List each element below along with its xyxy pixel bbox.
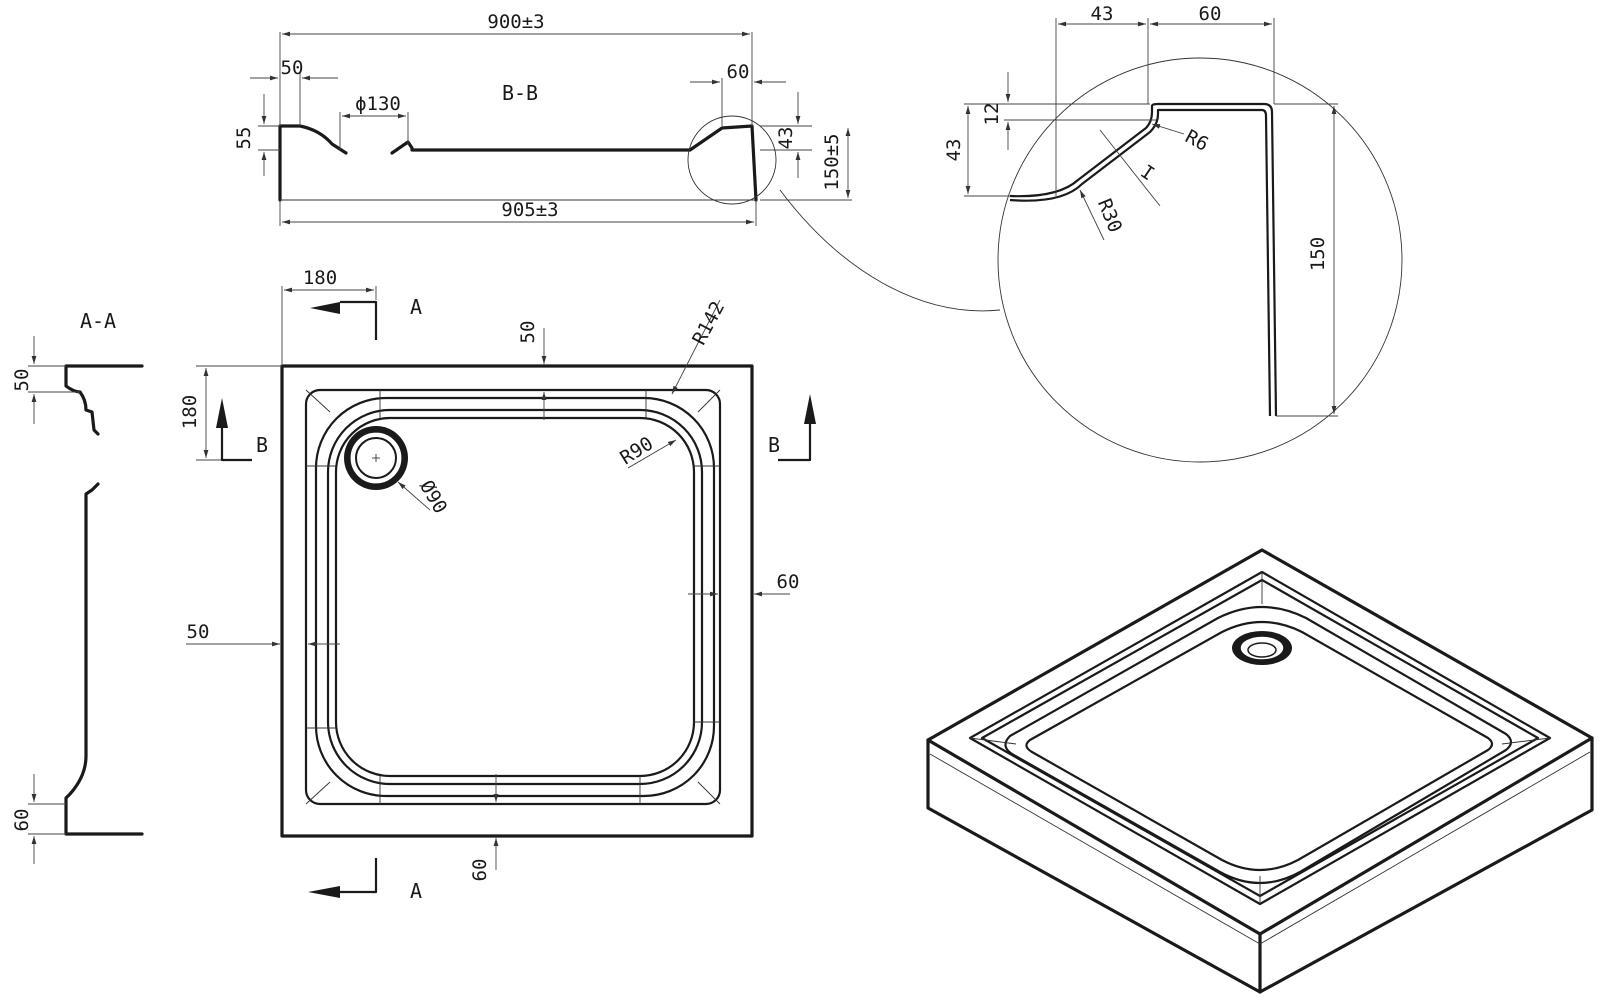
detail-r6-label: R6	[1182, 126, 1213, 156]
bb-dim-150-label: 150±5	[821, 133, 843, 190]
detail-thickness-line	[1099, 129, 1161, 207]
iso-side-line-left	[929, 753, 1261, 945]
plan-r90-label: R90	[616, 432, 657, 469]
section-mark-a-bottom: A	[308, 858, 422, 903]
plan-dim-50-left-label: 50	[187, 621, 210, 643]
iso-drain-core	[1247, 642, 1277, 658]
plan-r142-label: R142	[688, 298, 729, 349]
section-mark-a-bottom-label: A	[410, 879, 422, 903]
section-mark-b-left-label: B	[256, 433, 268, 457]
aa-dim-50-label: 50	[11, 369, 33, 392]
section-bb-profile	[278, 124, 758, 202]
iso-recess-3	[1004, 605, 1513, 885]
bb-dim-900-label: 900±3	[487, 11, 544, 33]
detail-r30-leader	[1079, 189, 1105, 241]
section-mark-b-right-line	[778, 424, 812, 462]
plan-inner-2	[326, 408, 704, 786]
section-bb-view: B-B 900±3 905±3 50 ϕ130 60 55	[233, 11, 1001, 312]
bb-dim-905-label: 905±3	[501, 199, 558, 221]
plan-corner-tl	[305, 389, 331, 413]
detail-dim-43-top-label: 43	[1091, 3, 1114, 25]
plan-dim-60-bottom-label: 60	[469, 859, 491, 882]
iso-crease-right	[1501, 737, 1551, 745]
plan-dim-60-right-label: 60	[777, 571, 800, 593]
detail-profile-outer	[1009, 102, 1278, 417]
plan-corner-bl	[305, 781, 331, 805]
section-mark-b-right-label: B	[768, 433, 780, 457]
section-mark-a-top: A	[310, 295, 422, 340]
bb-dim-60-label: 60	[727, 61, 750, 83]
section-mark-a-bottom-line	[340, 858, 378, 894]
section-mark-a-top-line	[340, 300, 378, 340]
plan-drain	[344, 426, 408, 490]
detail-view: 43 60 12 43 R6 R30 I 150	[943, 3, 1403, 463]
plan-corner-tr	[697, 389, 721, 413]
detail-callout-circle	[687, 115, 777, 205]
detail-dim-43-left-label: 43	[943, 139, 965, 162]
plan-dim-180-b-label: 180	[179, 395, 201, 429]
detail-profile-inner	[1009, 108, 1272, 417]
section-aa-view: A-A 50 60	[11, 309, 144, 864]
plan-inner-1	[314, 396, 716, 798]
detail-r6-leader	[1151, 123, 1185, 135]
section-mark-a-bottom-arrow	[308, 886, 340, 898]
plan-floor	[334, 416, 696, 778]
section-aa-title: A-A	[80, 309, 116, 333]
iso-floor	[1025, 620, 1494, 872]
bb-dim-130-label: ϕ130	[355, 93, 401, 115]
detail-circle	[997, 57, 1403, 463]
section-mark-a-top-label: A	[410, 295, 422, 319]
isometric-view	[926, 548, 1594, 994]
plan-drain-label: Ø90	[415, 477, 451, 518]
plan-outer-rim	[280, 364, 754, 838]
plan-view: Ø90 R142 R90 50 60 50 60 180 180	[179, 267, 816, 903]
bb-dim-43-label: 43	[775, 127, 797, 150]
section-bb-title: B-B	[502, 81, 538, 105]
section-mark-a-top-arrow	[310, 302, 340, 314]
detail-leader-line	[779, 189, 1001, 312]
plan-corner-br	[697, 781, 721, 805]
section-mark-b-left: B	[216, 398, 268, 462]
section-mark-b-right-arrow	[804, 394, 816, 424]
plan-dim-180-a-label: 180	[303, 267, 337, 289]
detail-r30-label: R30	[1093, 196, 1126, 236]
iso-recess-2	[980, 578, 1540, 898]
section-mark-b-right: B	[768, 394, 816, 462]
section-aa-profile-bottom	[64, 482, 144, 836]
iso-crease-left	[969, 737, 1017, 745]
detail-dim-150-label: 150	[1307, 237, 1329, 271]
bb-dim-50-label: 50	[281, 57, 304, 79]
detail-dim-60-top-label: 60	[1199, 3, 1222, 25]
plan-r90-leader	[627, 439, 677, 469]
section-mark-b-left-line	[220, 428, 252, 462]
plan-recess-outline	[304, 388, 722, 806]
plan-dim-50-top-label: 50	[517, 321, 539, 344]
bb-dim-55-label: 55	[233, 127, 255, 150]
aa-dim-60-label: 60	[11, 809, 33, 832]
section-aa-profile-top	[64, 364, 144, 436]
plan-drain-leader	[397, 481, 431, 511]
section-mark-b-left-arrow	[216, 398, 228, 428]
iso-side-line-right	[1259, 751, 1591, 945]
plan-r142-leader	[671, 299, 721, 395]
detail-angle-label: I	[1136, 161, 1158, 186]
detail-dim-12-label: 12	[981, 103, 1003, 126]
